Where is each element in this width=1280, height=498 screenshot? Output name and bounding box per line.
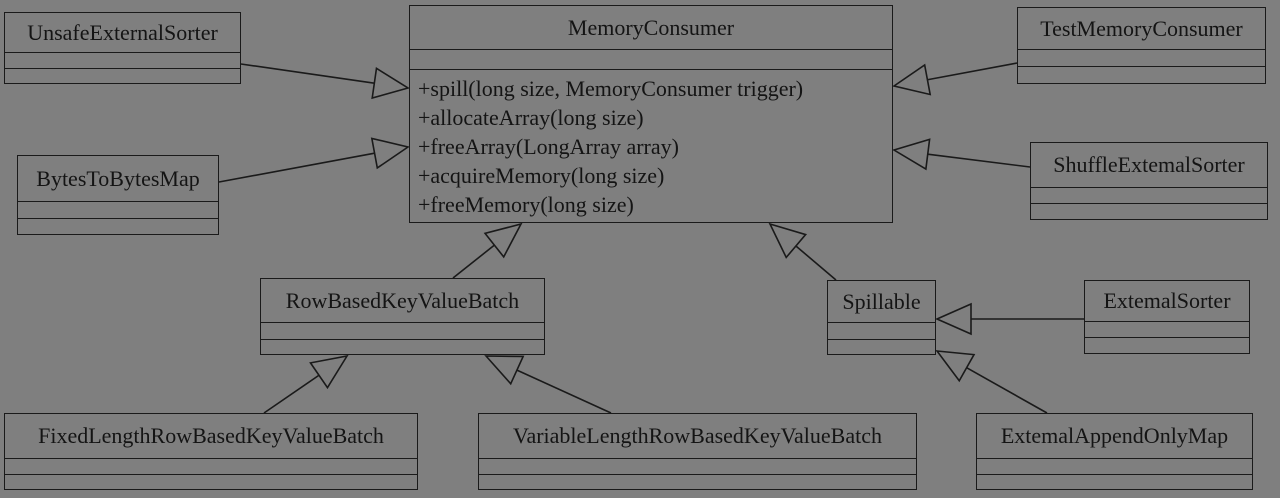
inheritance-arrow-fixed_length_batch-to-row_based_key_value_batch bbox=[263, 354, 349, 414]
methods-compartment bbox=[828, 340, 935, 354]
relation-line bbox=[927, 62, 1018, 81]
method-free-array: +freeArray(LongArray array) bbox=[418, 134, 679, 159]
inheritance-arrow-row_based_key_value_batch-to-memory_consumer bbox=[452, 222, 523, 279]
relation-line bbox=[966, 366, 1048, 414]
attributes-compartment bbox=[5, 53, 240, 69]
methods-compartment bbox=[261, 340, 544, 354]
class-name-bytes-to-bytes-map: BytesToBytesMap bbox=[18, 156, 218, 202]
methods-compartment bbox=[1031, 204, 1267, 219]
methods-compartment bbox=[479, 475, 916, 489]
relation-line bbox=[263, 374, 320, 414]
method-allocate-array: +allocateArray(long size) bbox=[418, 105, 644, 130]
relation-line bbox=[218, 152, 375, 183]
class-variable-length-row-based-key-value-batch: VariableLengthRowBasedKeyValueBatch bbox=[478, 413, 917, 490]
methods-compartment bbox=[5, 475, 417, 489]
class-name-spillable: Spillable bbox=[828, 281, 935, 323]
attributes-compartment bbox=[410, 50, 892, 70]
methods-compartment bbox=[18, 219, 218, 234]
attributes-compartment bbox=[828, 323, 935, 340]
inheritance-arrow-bytes_to_bytes_map-to-memory_consumer bbox=[218, 137, 410, 183]
class-fixed-length-row-based-key-value-batch: FixedLengthRowBasedKeyValueBatch bbox=[4, 413, 418, 490]
relation-line bbox=[795, 245, 837, 281]
relation-line bbox=[240, 63, 375, 84]
class-name-row-based-key-value-batch: RowBasedKeyValueBatch bbox=[261, 279, 544, 323]
class-name-test-memory-consumer: TestMemoryConsumer bbox=[1018, 8, 1265, 50]
class-external-append-only-map: ExtemalAppendOnlyMap bbox=[976, 413, 1253, 490]
methods-compartment bbox=[977, 475, 1252, 489]
attributes-compartment bbox=[1031, 188, 1267, 204]
class-row-based-key-value-batch: RowBasedKeyValueBatch bbox=[260, 278, 545, 355]
method-spill: +spill(long size, MemoryConsumer trigger… bbox=[418, 76, 804, 101]
inheritance-arrow-variable_length_batch-to-row_based_key_value_batch bbox=[484, 355, 612, 414]
methods-compartment: +spill(long size, MemoryConsumer trigger… bbox=[410, 70, 892, 222]
hollow-triangle-arrowhead bbox=[935, 350, 976, 383]
class-spillable: Spillable bbox=[827, 280, 936, 355]
attributes-compartment bbox=[977, 459, 1252, 475]
inheritance-arrow-test_memory_consumer-to-memory_consumer bbox=[892, 62, 1018, 96]
inheritance-arrow-external_append_only_map-to-spillable bbox=[935, 350, 1048, 414]
inheritance-arrow-spillable-to-memory_consumer bbox=[768, 222, 837, 281]
hollow-triangle-arrowhead bbox=[370, 137, 410, 170]
class-unsafe-external-sorter: UnsafeExternalSorter bbox=[4, 12, 241, 84]
class-memory-consumer: MemoryConsumer +spill(long size, MemoryC… bbox=[409, 5, 893, 223]
class-name-external-sorter: ExtemalSorter bbox=[1085, 281, 1249, 322]
class-name-unsafe-external-sorter: UnsafeExternalSorter bbox=[5, 13, 240, 53]
class-test-memory-consumer: TestMemoryConsumer bbox=[1017, 7, 1266, 84]
class-name-variable-length-batch: VariableLengthRowBasedKeyValueBatch bbox=[479, 414, 916, 459]
class-name-external-append-only-map: ExtemalAppendOnlyMap bbox=[977, 414, 1252, 459]
methods-compartment bbox=[1085, 338, 1249, 353]
class-name-shuffle-external-sorter: ShuffleExtemalSorter bbox=[1031, 143, 1267, 188]
inheritance-arrow-external_sorter-to-spillable bbox=[935, 302, 1084, 336]
relation-line bbox=[452, 244, 495, 279]
hollow-triangle-arrowhead bbox=[371, 66, 410, 100]
hollow-triangle-arrowhead bbox=[892, 138, 931, 171]
relation-line bbox=[927, 153, 1031, 168]
inheritance-arrow-shuffle_external_sorter-to-memory_consumer bbox=[892, 138, 1031, 171]
attributes-compartment bbox=[1085, 322, 1249, 338]
attributes-compartment bbox=[5, 459, 417, 475]
methods-compartment bbox=[1018, 67, 1265, 83]
class-name-memory-consumer: MemoryConsumer bbox=[410, 6, 892, 50]
class-shuffle-external-sorter: ShuffleExtemalSorter bbox=[1030, 142, 1268, 220]
hollow-triangle-arrowhead bbox=[768, 222, 808, 259]
hollow-triangle-arrowhead bbox=[935, 302, 972, 336]
relation-line bbox=[516, 369, 612, 414]
attributes-compartment bbox=[261, 323, 544, 340]
class-external-sorter: ExtemalSorter bbox=[1084, 280, 1250, 354]
inheritance-arrow-unsafe_external_sorter-to-memory_consumer bbox=[240, 63, 410, 100]
class-bytes-to-bytes-map: BytesToBytesMap bbox=[17, 155, 219, 235]
attributes-compartment bbox=[1018, 50, 1265, 67]
hollow-triangle-arrowhead bbox=[309, 354, 349, 390]
hollow-triangle-arrowhead bbox=[483, 222, 523, 259]
methods-compartment bbox=[5, 69, 240, 83]
hollow-triangle-arrowhead bbox=[484, 355, 525, 386]
hollow-triangle-arrowhead bbox=[892, 63, 932, 96]
attributes-compartment bbox=[18, 202, 218, 219]
method-acquire-memory: +acquireMemory(long size) bbox=[418, 163, 665, 188]
method-free-memory: +freeMemory(long size) bbox=[418, 192, 634, 217]
attributes-compartment bbox=[479, 459, 916, 475]
class-name-fixed-length-batch: FixedLengthRowBasedKeyValueBatch bbox=[5, 414, 417, 459]
